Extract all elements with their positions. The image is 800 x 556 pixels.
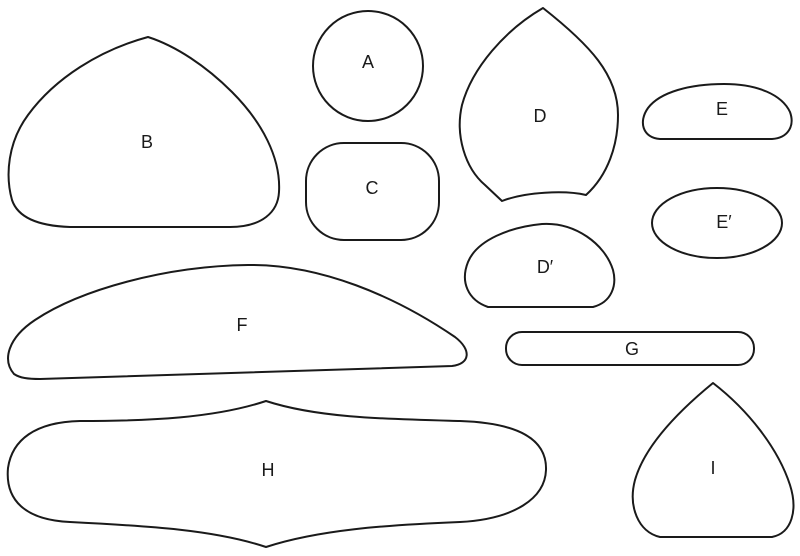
piece-e-prime-outline [651, 187, 783, 259]
pattern-piece-f: F [7, 263, 468, 380]
piece-c-outline [305, 142, 440, 241]
pattern-piece-c: C [305, 142, 440, 241]
piece-a-outline [312, 10, 424, 122]
piece-a-label: A [362, 52, 374, 72]
piece-b-outline [7, 36, 281, 228]
pattern-piece-d-prime: D′ [463, 222, 616, 308]
pattern-piece-d: D [458, 7, 619, 202]
piece-f-label: F [237, 315, 248, 335]
piece-d-label: D [534, 106, 547, 126]
piece-h-label: H [262, 460, 275, 480]
piece-i-label: I [710, 458, 715, 478]
pattern-piece-i: I [631, 382, 795, 538]
pattern-piece-b: B [7, 36, 281, 228]
piece-e-label: E [716, 99, 728, 119]
piece-e-prime-label: E′ [716, 212, 732, 232]
piece-g-outline [505, 331, 755, 366]
piece-c-label: C [366, 178, 379, 198]
pattern-piece-e-prime: E′ [651, 187, 783, 259]
piece-d-prime-label: D′ [537, 257, 554, 277]
piece-b-label: B [141, 132, 153, 152]
pattern-piece-a: A [312, 10, 424, 122]
pattern-piece-h: H [6, 400, 548, 548]
piece-f-outline [7, 263, 468, 380]
piece-d-prime-outline [463, 222, 616, 308]
pattern-piece-e: E [641, 83, 793, 140]
piece-h-outline [6, 400, 548, 548]
pattern-piece-g: G [505, 331, 755, 366]
piece-d-outline [458, 7, 619, 202]
piece-e-outline [641, 83, 793, 140]
piece-i-outline [631, 382, 795, 538]
piece-g-label: G [625, 339, 639, 359]
